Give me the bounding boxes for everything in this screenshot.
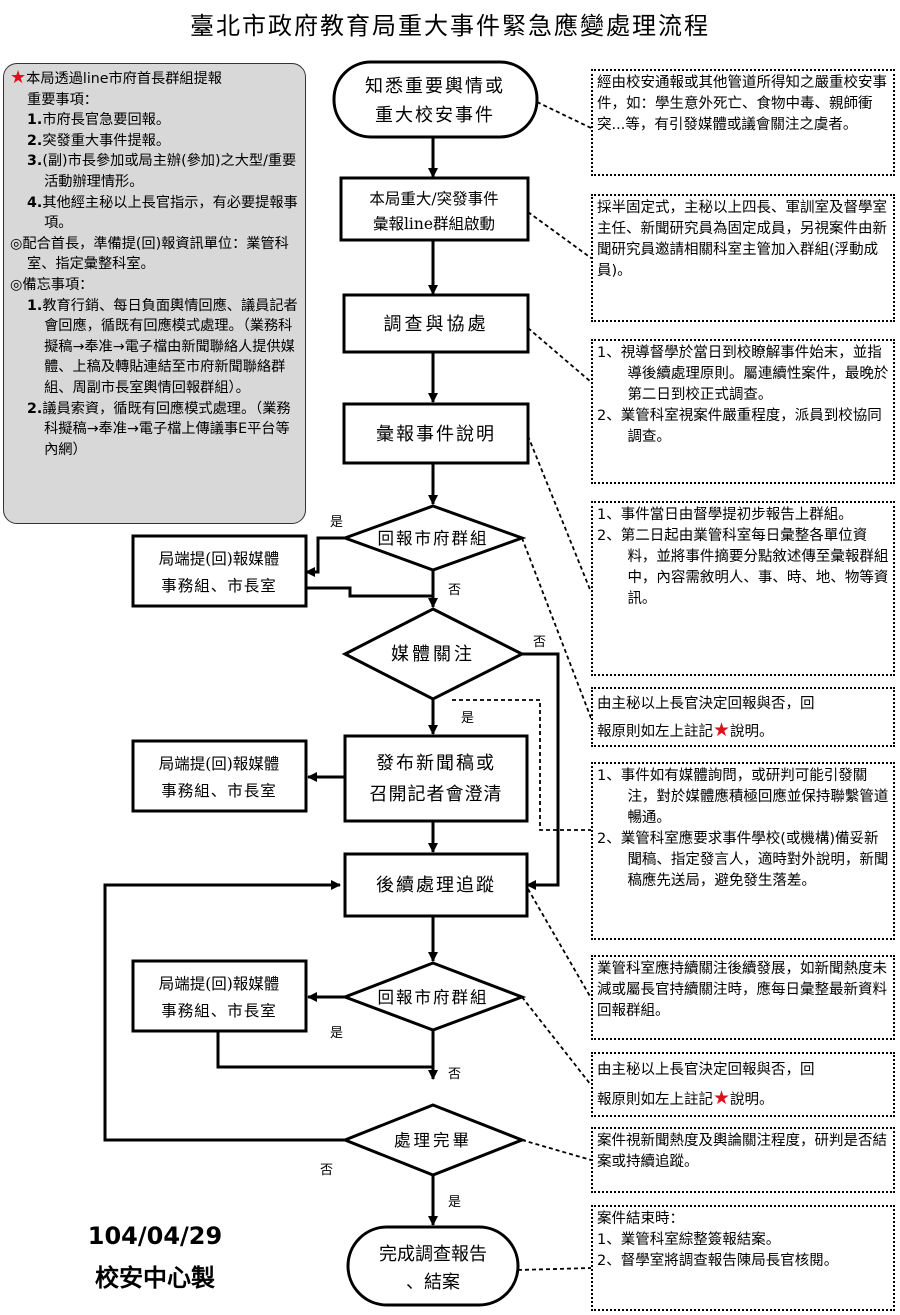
line-text-2: 彙報line群組啟動 <box>373 215 495 233</box>
investigate-box <box>342 293 530 354</box>
left-note-memo-title: ◎備忘事項： <box>10 276 94 293</box>
red-star-icon: ★ <box>713 719 731 741</box>
media-box-1 <box>131 534 308 608</box>
media-box-1-text-2: 事務組、市長室 <box>161 577 277 595</box>
dotted-link-4 <box>527 435 592 593</box>
arrow-media-no <box>522 652 560 890</box>
left-note-header-1: 本局透過line市府首長群組提報 <box>26 71 222 87</box>
red-star-icon: ★ <box>10 67 27 88</box>
decision-report-1 <box>340 504 527 572</box>
note-10: 案件結束時： 1、業管科室綜整簽報結案。 2、督學室將調查報告陳局長官核閱。 <box>591 1205 895 1311</box>
media-box-3-text-1: 局端提(回)報媒體 <box>159 975 280 993</box>
left-note-item-3: 3.(副)市長參加或局主辦(參加)之大型/重要活動辦理情形。 <box>27 153 297 190</box>
press-text-1: 發布新聞稿或 <box>376 753 496 774</box>
left-note-memo-1: 1.教育行銷、每日負面輿情回應、議員記者會回應，循既有回應模式處理。（業務科擬稿… <box>27 297 298 396</box>
decision-report-1-text: 回報市府群組 <box>378 529 489 548</box>
start-terminator <box>332 60 539 139</box>
footer-maker: 校安中心製 <box>95 1264 215 1292</box>
red-star-icon: ★ <box>713 1087 731 1109</box>
label-yes-2: 是 <box>330 1026 343 1041</box>
end-terminator <box>346 1225 520 1307</box>
start-text-2: 重大校安事件 <box>375 105 495 126</box>
investigate-text: 調查與協處 <box>384 314 489 335</box>
label-yes-done: 是 <box>448 1195 461 1210</box>
decision-media <box>341 607 526 701</box>
dotted-link-8 <box>521 996 592 1086</box>
label-no-2: 否 <box>448 1067 461 1082</box>
media-box-2-text-2: 事務組、市長室 <box>161 782 277 800</box>
dotted-link-3 <box>527 327 592 383</box>
label-no-1: 否 <box>448 583 461 598</box>
decision-done <box>340 1103 527 1177</box>
dotted-link-2 <box>527 211 592 259</box>
decision-done-text: 處理完畢 <box>394 1131 472 1150</box>
label-no-done: 否 <box>320 1163 333 1178</box>
press-text-2: 召開記者會澄清 <box>370 784 503 805</box>
followup-text: 後續處理追蹤 <box>376 875 496 896</box>
arrow-mediabox3-return <box>216 1032 433 1069</box>
page-title: 臺北市政府教育局重大事件緊急應變處理流程 <box>190 12 710 40</box>
left-note-memo-2: 2.議員索資，循既有回應模式處理。（業務科擬稿→奉准→電子檔上傳議事E平台等內網… <box>27 400 291 458</box>
arrow-decision1-yes <box>305 536 345 577</box>
note-9: 案件視新聞熱度及輿論關注程度，研判是否結案或持續追蹤。 <box>591 1127 895 1193</box>
media-box-2-text-1: 局端提(回)報媒體 <box>159 755 280 773</box>
left-note-item-2: 2.突發重大事件提報。 <box>27 132 171 149</box>
end-text-1: 完成調查報告 <box>379 1244 487 1265</box>
decision-media-text: 媒體關注 <box>391 644 475 665</box>
decision-report-2-text: 回報市府群組 <box>378 988 489 1007</box>
dotted-link-7 <box>527 888 592 999</box>
press-box <box>343 734 529 823</box>
followup-box <box>343 852 529 918</box>
note-6: 1、事件如有媒體詢問，或研判可能引發關注，對於媒體應積極回應並保持聯繫管道暢通。… <box>591 762 895 940</box>
line-text-1: 本局重大/突發事件 <box>369 190 498 208</box>
note-1: 經由校安通報或其他管道所得知之嚴重校安事件，如：學生意外死亡、食物中毒、親師衝突… <box>591 69 895 176</box>
footer-date: 104/04/29 <box>87 1222 223 1250</box>
arrow-done-no-loop <box>103 880 345 1142</box>
media-box-3 <box>131 959 308 1033</box>
note-5: 由主秘以上長官決定回報與否，回 報原則如左上註記★說明。 <box>591 687 895 747</box>
label-no-media: 否 <box>533 635 546 650</box>
line-group-box <box>339 176 530 242</box>
left-note-header-2: 重要事項： <box>27 91 98 108</box>
note-7: 業管科室應持續關注後續發展，如新聞熱度未減或屬長官持續關注時，應每日彙整最新資料… <box>591 955 895 1040</box>
dotted-link-1 <box>536 101 592 129</box>
dotted-link-10 <box>517 1267 592 1271</box>
dotted-link-9 <box>521 1139 592 1161</box>
label-yes-1: 是 <box>330 515 343 530</box>
arrow-mediabox1-return <box>306 586 433 598</box>
note-8: 由主秘以上長官決定回報與否，回 報原則如左上註記★說明。 <box>591 1052 895 1117</box>
left-reporting-note: ★本局透過line市府首長群組提報 重要事項： 1.市府長官急要回報。 2.突發… <box>3 63 306 524</box>
end-text-2: 、結案 <box>406 1272 460 1293</box>
left-note-item-1: 1.市府長官急要回報。 <box>27 112 171 129</box>
report-desc-box <box>342 402 530 465</box>
start-text-1: 知悉重要輿情或 <box>365 76 505 97</box>
left-note-coordination: ◎配合首長，準備提(回)報資訊單位：業管科室、指定彙整科室。 <box>10 235 289 273</box>
note-4: 1、事件當日由督學提初步報告上群組。 2、第二日起由業管科室每日彙整各單位資料，… <box>591 501 895 676</box>
note-2: 採半固定式，主秘以上四長、軍訓室及督學室主任、新聞研究員為固定成員，另視案件由新… <box>591 194 895 322</box>
media-box-3-text-2: 事務組、市長室 <box>161 1002 277 1020</box>
left-note-item-4: 4.其他經主秘以上長官指示，有必要提報事項。 <box>27 194 298 232</box>
report-desc-text: 彙報事件說明 <box>376 424 496 445</box>
dotted-link-6 <box>452 699 591 831</box>
label-yes-media: 是 <box>461 711 474 726</box>
media-box-1-text-1: 局端提(回)報媒體 <box>159 550 280 568</box>
decision-report-2 <box>340 961 527 1032</box>
media-box-2 <box>131 739 308 813</box>
note-3: 1、視導督學於當日到校瞭解事件始末，並指導後續處理原則。屬連續性案件，最晚於第二… <box>591 339 895 484</box>
